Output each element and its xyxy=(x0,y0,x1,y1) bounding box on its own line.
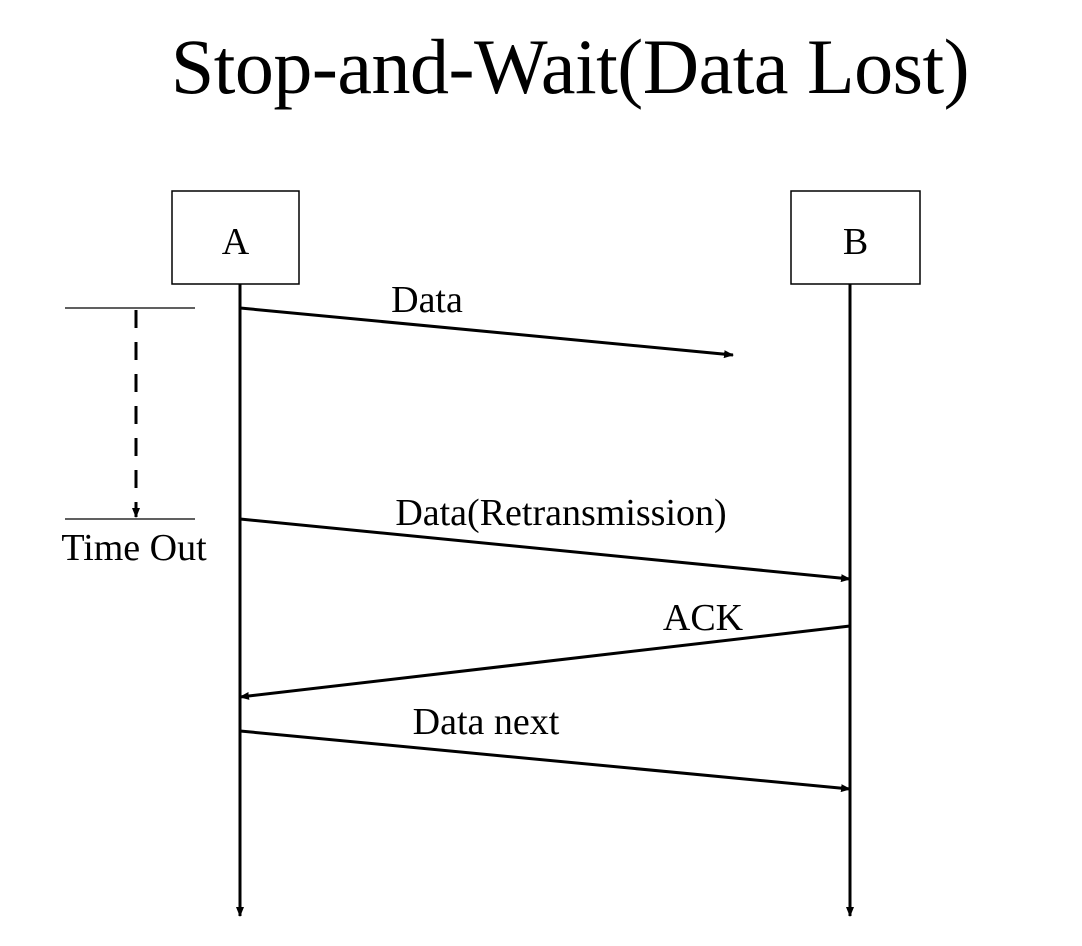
entity-box-a xyxy=(171,190,300,285)
message-data-next-arrow xyxy=(239,729,851,793)
message-data-label: Data xyxy=(391,279,463,321)
message-data-next-label: Data next xyxy=(413,701,560,743)
entity-label-a: A xyxy=(222,221,250,263)
slide-title: Stop-and-Wait(Data Lost) xyxy=(170,23,970,110)
entity-label-b: B xyxy=(843,221,868,263)
message-ack-label: ACK xyxy=(663,597,744,639)
message-ack-arrow xyxy=(239,624,851,700)
message-retransmission-label: Data(Retransmission) xyxy=(395,492,726,534)
entity-box-b xyxy=(790,190,921,285)
message-retransmission-arrow xyxy=(239,517,851,583)
message-data-lost-arrow xyxy=(239,306,734,359)
timeout-label: Time Out xyxy=(61,527,207,569)
